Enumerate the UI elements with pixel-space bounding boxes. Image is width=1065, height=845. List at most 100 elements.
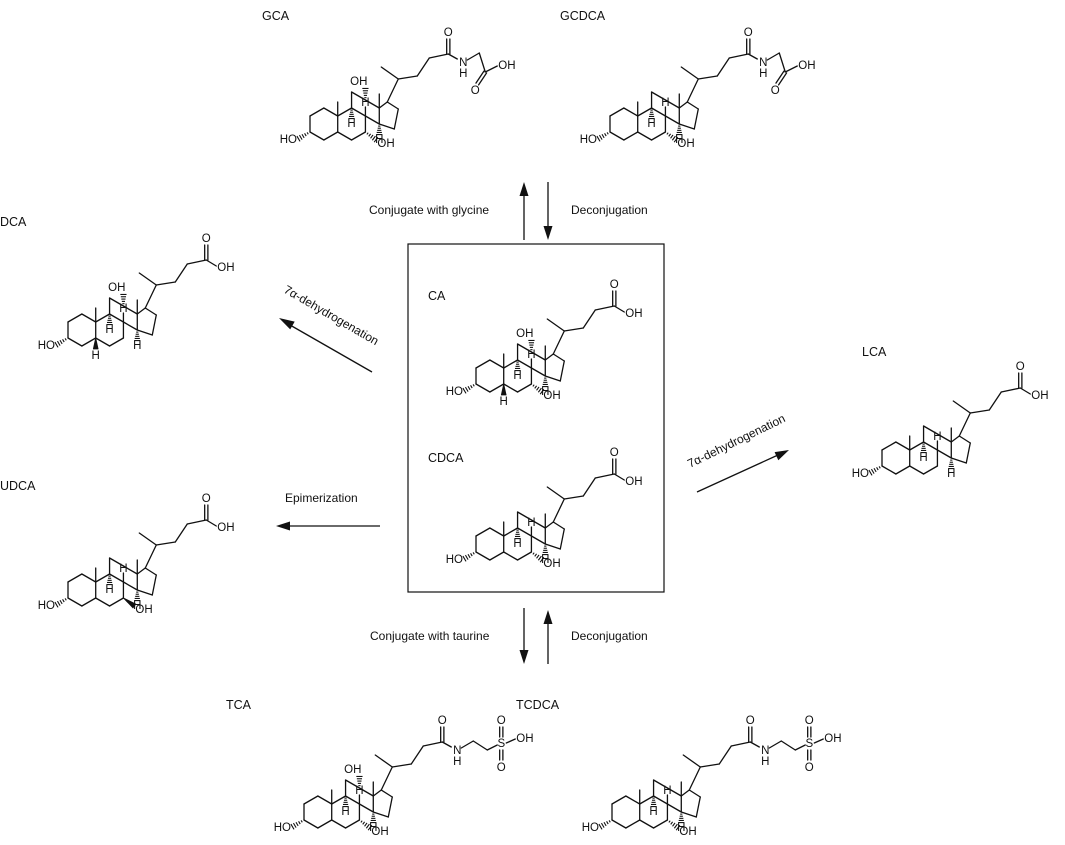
bond <box>122 321 138 331</box>
bond <box>503 383 519 393</box>
atom-h: H <box>361 97 369 109</box>
bond <box>503 359 519 369</box>
bond <box>680 811 697 818</box>
bond <box>81 573 97 583</box>
compound-name: CA <box>428 289 446 303</box>
bond <box>623 107 639 117</box>
arrow-dehydrogenation-right <box>696 450 789 493</box>
bond <box>489 527 505 537</box>
bond <box>559 528 565 550</box>
atom-ho-3: HO <box>852 468 869 480</box>
bond <box>544 375 561 382</box>
bond <box>95 337 111 347</box>
acid-oh-bond <box>613 473 625 481</box>
atom-h: H <box>541 386 549 398</box>
amide-bond <box>747 53 758 60</box>
bond <box>664 115 680 125</box>
atom-oh-sulfonic: OH <box>824 733 841 745</box>
bond <box>909 465 925 475</box>
bond <box>358 803 374 813</box>
atom-h: H <box>369 822 377 834</box>
label-dehydrogenation-right: 7α-dehydrogenation <box>685 411 787 470</box>
atom-ho-3: HO <box>274 822 291 834</box>
atom-s: S <box>805 738 813 750</box>
bond <box>552 521 565 530</box>
atom-oh-acid: OH <box>217 262 234 274</box>
atom-oh-7: OH <box>543 390 560 402</box>
h14-bond <box>542 377 549 388</box>
atom-ho-3: HO <box>280 134 297 146</box>
atom-h: H <box>355 785 363 797</box>
bond <box>503 551 519 561</box>
3-oh-bond <box>596 132 609 142</box>
bond <box>611 819 627 829</box>
bond <box>666 803 682 813</box>
bond <box>611 795 627 805</box>
atom-h: H <box>119 303 127 315</box>
atom-o: O <box>610 279 619 291</box>
bond <box>364 99 380 109</box>
cb-s-bond <box>794 744 806 751</box>
atom-o: O <box>746 715 755 727</box>
7-oh-bond <box>360 820 373 831</box>
atom-oh-7: OH <box>371 826 388 838</box>
bond <box>489 383 505 393</box>
bond <box>122 565 138 575</box>
bond <box>309 131 325 141</box>
label-epimerization: Epimerization <box>285 491 358 505</box>
bond <box>475 551 491 561</box>
bond <box>686 101 699 110</box>
atom-n: N <box>759 57 767 69</box>
bond <box>67 573 83 583</box>
bond <box>372 811 389 818</box>
3-oh-bond <box>296 132 309 142</box>
arrow-deconjugation-bottom <box>543 610 553 664</box>
bond <box>323 131 339 141</box>
atom-h: H <box>513 538 521 550</box>
compound-name: LCA <box>862 345 887 359</box>
bond <box>969 409 990 414</box>
atom-nh-h: H <box>761 756 769 768</box>
bond <box>317 819 333 829</box>
h14-bond <box>542 545 549 556</box>
compound-name: UDCA <box>0 479 36 493</box>
bond <box>546 486 565 500</box>
bond <box>95 313 111 323</box>
atom-h: H <box>933 431 941 443</box>
h9-bond <box>342 797 349 808</box>
h14-bond <box>376 125 383 136</box>
bond <box>144 307 157 316</box>
bond <box>144 567 157 576</box>
atom-oh-acid: OH <box>625 308 642 320</box>
atom-h: H <box>513 370 521 382</box>
bond <box>697 75 718 80</box>
3-oh-bond <box>54 598 67 608</box>
bond <box>950 435 960 443</box>
12-oh-bond <box>362 87 369 99</box>
bond <box>378 123 395 130</box>
bond <box>699 763 720 768</box>
bond <box>309 107 325 117</box>
7-oh-bond <box>666 132 679 143</box>
bond <box>374 754 393 768</box>
bond <box>652 779 669 789</box>
atom-nh-h: H <box>453 756 461 768</box>
label-conjugate-taurine: Conjugate with taurine <box>370 629 490 643</box>
atom-h: H <box>541 554 549 566</box>
bond <box>386 101 399 110</box>
atom-h: H <box>347 118 355 130</box>
ca-cooh-bond <box>478 52 486 73</box>
bond <box>67 313 83 323</box>
bond <box>489 359 505 369</box>
h5-wedge <box>500 383 507 396</box>
cb-s-bond <box>486 744 498 751</box>
bond <box>958 412 971 437</box>
atom-oh-12: OH <box>516 328 533 340</box>
atom-h: H <box>647 118 655 130</box>
atom-o: O <box>497 762 506 774</box>
bond <box>559 360 565 382</box>
atom-h: H <box>527 517 535 529</box>
cooh-carbonyl <box>477 72 488 86</box>
